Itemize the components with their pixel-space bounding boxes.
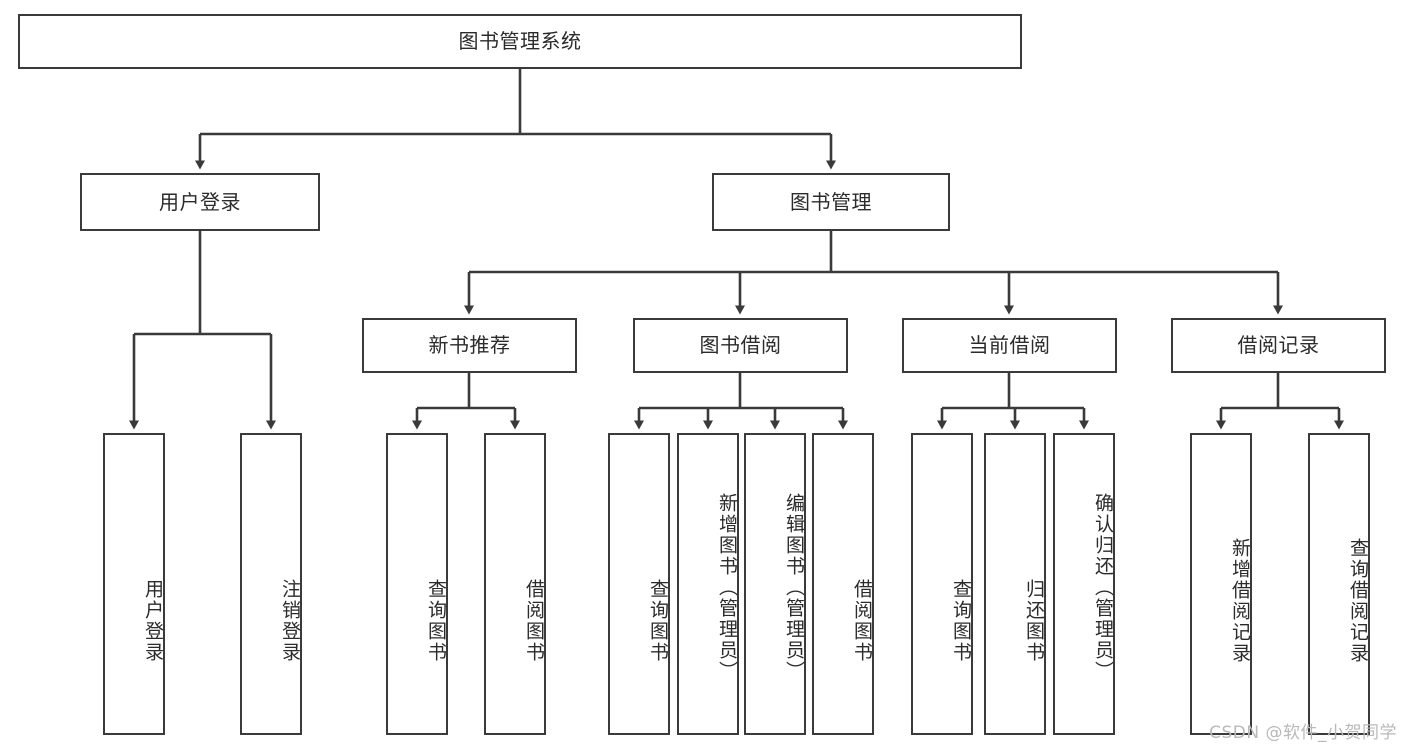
node-leaf-add-borrow-record[interactable]: 新增借阅记录 bbox=[1190, 433, 1252, 735]
node-new-book-recommend-label: 新书推荐 bbox=[428, 333, 511, 358]
node-leaf-edit-book-admin-label: 编辑图书（管理员） bbox=[783, 492, 805, 682]
node-leaf-query-borrow-record[interactable]: 查询借阅记录 bbox=[1308, 433, 1370, 735]
node-leaf-borrow-book-2-label: 借阅图书 bbox=[851, 579, 873, 663]
node-leaf-query-borrow-record-label: 查询借阅记录 bbox=[1347, 538, 1369, 664]
node-borrow-records-label: 借阅记录 bbox=[1237, 333, 1320, 358]
node-book-management-label: 图书管理 bbox=[790, 189, 872, 214]
node-borrow-records[interactable]: 借阅记录 bbox=[1171, 318, 1386, 373]
node-leaf-borrow-book-1[interactable]: 借阅图书 bbox=[484, 433, 546, 735]
node-leaf-borrow-book-1-label: 借阅图书 bbox=[523, 579, 545, 663]
node-book-management[interactable]: 图书管理 bbox=[712, 173, 950, 231]
node-current-borrow-label: 当前借阅 bbox=[968, 333, 1051, 358]
node-leaf-query-book-2[interactable]: 查询图书 bbox=[608, 433, 670, 735]
node-leaf-query-book-3[interactable]: 查询图书 bbox=[911, 433, 973, 735]
node-leaf-add-borrow-record-label: 新增借阅记录 bbox=[1229, 538, 1251, 664]
node-book-borrow[interactable]: 图书借阅 bbox=[633, 318, 848, 373]
node-leaf-logout-label: 注销登录 bbox=[279, 579, 301, 663]
node-leaf-edit-book-admin[interactable]: 编辑图书（管理员） bbox=[744, 433, 806, 735]
node-leaf-query-book-1-label: 查询图书 bbox=[425, 579, 447, 663]
node-leaf-borrow-book-2[interactable]: 借阅图书 bbox=[812, 433, 874, 735]
node-leaf-user-login-label: 用户登录 bbox=[142, 579, 164, 663]
node-current-borrow[interactable]: 当前借阅 bbox=[902, 318, 1117, 373]
node-root-system-label: 图书管理系统 bbox=[458, 29, 582, 54]
node-leaf-add-book-admin[interactable]: 新增图书（管理员） bbox=[677, 433, 739, 735]
node-leaf-return-book-label: 归还图书 bbox=[1023, 579, 1045, 663]
node-book-borrow-label: 图书借阅 bbox=[699, 333, 782, 358]
node-leaf-return-book[interactable]: 归还图书 bbox=[984, 433, 1046, 735]
node-new-book-recommend[interactable]: 新书推荐 bbox=[362, 318, 577, 373]
node-user-login[interactable]: 用户登录 bbox=[80, 173, 320, 231]
node-root-system[interactable]: 图书管理系统 bbox=[18, 14, 1022, 69]
node-leaf-add-book-admin-label: 新增图书（管理员） bbox=[716, 492, 738, 682]
node-user-login-label: 用户登录 bbox=[159, 189, 241, 214]
node-leaf-confirm-return-admin[interactable]: 确认归还（管理员） bbox=[1053, 433, 1115, 735]
node-leaf-query-book-2-label: 查询图书 bbox=[647, 579, 669, 663]
node-leaf-logout[interactable]: 注销登录 bbox=[240, 433, 302, 735]
node-leaf-query-book-1[interactable]: 查询图书 bbox=[386, 433, 448, 735]
node-leaf-confirm-return-admin-label: 确认归还（管理员） bbox=[1092, 492, 1114, 682]
node-leaf-query-book-3-label: 查询图书 bbox=[950, 579, 972, 663]
node-leaf-user-login[interactable]: 用户登录 bbox=[103, 433, 165, 735]
